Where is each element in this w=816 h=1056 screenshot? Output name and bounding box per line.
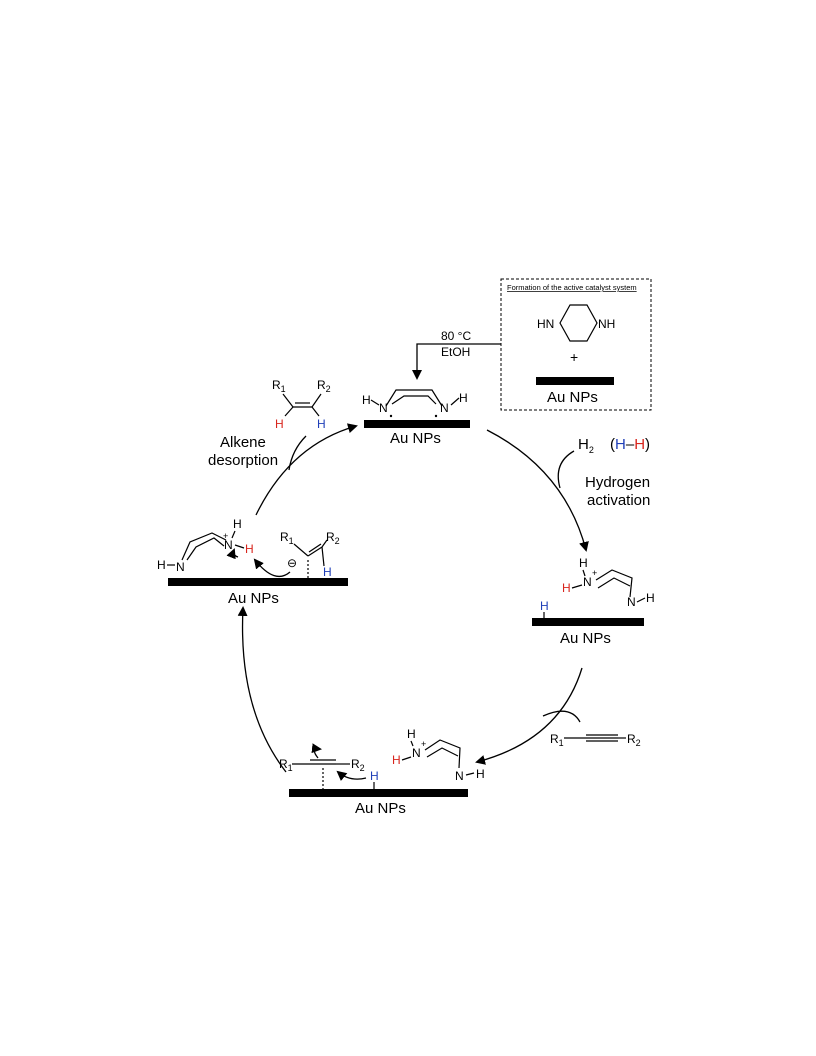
h-left-red: H <box>245 542 254 556</box>
cycle-arrow-4 <box>255 423 358 516</box>
inset-plus: + <box>570 349 578 365</box>
h2-entry-curve <box>557 450 575 489</box>
cage-right <box>595 569 633 598</box>
au-bar-bottom <box>289 789 468 797</box>
n-right: N <box>627 595 636 609</box>
n-bottom-plus: N <box>412 746 421 760</box>
step-hydrogen-label-2: activation <box>587 492 650 509</box>
au-label-top: Au NPs <box>390 430 441 447</box>
cycle-arrow-3 <box>237 606 287 773</box>
surface-h-bottom: H <box>370 769 379 783</box>
alkyne-entry-curve <box>542 710 581 723</box>
svg-text:R2: R2 <box>627 732 641 748</box>
alkene-h-blue: H <box>317 417 326 431</box>
svg-text:R2: R2 <box>326 530 340 546</box>
inset-amine-right: NH <box>598 317 615 331</box>
h-top-left: H <box>362 393 371 407</box>
n-top-right: N <box>440 401 449 415</box>
catalyst-formation-inset: Formation of the active catalyst system … <box>500 278 652 411</box>
catalyst-top: Au NPs H N N H <box>362 389 470 447</box>
h-bottom-n: H <box>476 767 485 781</box>
cage-left <box>181 532 227 561</box>
h-left-n: H <box>157 558 166 572</box>
h-left-blue: H <box>323 565 332 579</box>
inset-amine-left: HN <box>537 317 554 331</box>
svg-text:H2: H2 <box>578 436 594 455</box>
svg-text:(H–H): (H–H) <box>610 436 650 453</box>
au-bar-right <box>532 618 644 626</box>
cycle-arrow-2 <box>475 667 583 765</box>
h-bottom-red: H <box>392 753 401 767</box>
h-right-n: H <box>646 591 655 605</box>
alkene-h-red: H <box>275 417 284 431</box>
au-bar-top <box>364 420 470 428</box>
svg-text:R2: R2 <box>351 757 365 773</box>
activation-conditions: 80 °C EtOH <box>412 329 501 380</box>
h-bottom-top: H <box>407 727 416 741</box>
catalyst-bottom: Au NPs R1 R2 H H N + H N H <box>279 727 485 817</box>
condition-solvent: EtOH <box>441 345 470 359</box>
cage-top <box>385 389 443 407</box>
inset-au-bar <box>536 377 614 385</box>
h-right-red: H <box>562 581 571 595</box>
svg-text:+: + <box>421 739 426 749</box>
catalyst-right: Au NPs H H N + H N H <box>532 556 655 647</box>
h-right-top: H <box>579 556 588 570</box>
n-left-plus: N <box>224 538 233 552</box>
carbanion-charge: ⊖ <box>287 556 297 570</box>
svg-text:R1: R1 <box>272 378 286 394</box>
alkene-exit-curve <box>288 435 307 471</box>
step-desorption-label-2: desorption <box>208 452 278 469</box>
activation-arrow <box>412 343 501 380</box>
catalyst-left: Au NPs H N N + H H R1 R2 H ⊖ <box>157 517 348 607</box>
au-label-right: Au NPs <box>560 630 611 647</box>
n-bottom: N <box>455 769 464 783</box>
h-left-top: H <box>233 517 242 531</box>
n-right-plus: N <box>583 575 592 589</box>
svg-text:R1: R1 <box>550 732 564 748</box>
svg-text:R1: R1 <box>280 530 294 546</box>
cycle-arrow-1 <box>486 429 589 552</box>
h2-reagent: H2 (H–H) <box>578 436 650 455</box>
cage-bottom <box>424 739 461 769</box>
alkyne-reagent: R1 R2 <box>550 732 641 748</box>
condition-temp: 80 °C <box>441 329 471 343</box>
step-desorption-label-1: Alkene <box>220 434 266 451</box>
au-bar-left <box>168 578 348 586</box>
step-hydrogen-label-1: Hydrogen <box>585 474 650 491</box>
au-label-bottom: Au NPs <box>355 800 406 817</box>
piperazine-ring <box>559 304 598 342</box>
au-label-left: Au NPs <box>228 590 279 607</box>
svg-text:+: + <box>223 531 228 541</box>
svg-text:+: + <box>592 568 597 578</box>
inset-title: Formation of the active catalyst system <box>507 283 637 292</box>
h-top-right: H <box>459 391 468 405</box>
surface-h-right: H <box>540 599 549 613</box>
inset-au-label: Au NPs <box>547 389 598 406</box>
n-top-left: N <box>379 401 388 415</box>
desorbed-alkene: R1 R2 H H <box>272 378 331 431</box>
svg-text:R1: R1 <box>279 757 293 773</box>
svg-text:R2: R2 <box>317 378 331 394</box>
n-left: N <box>176 560 185 574</box>
